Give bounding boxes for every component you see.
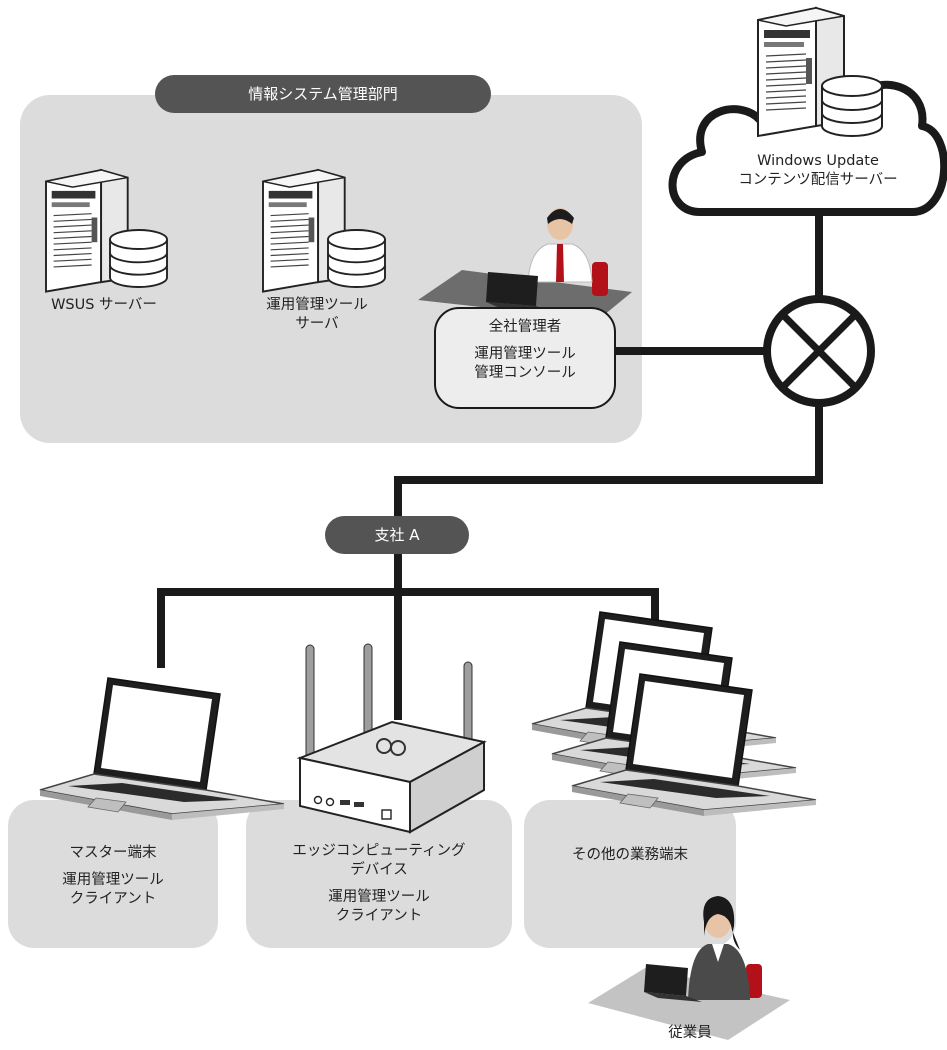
- edge-device-panel: [246, 800, 512, 948]
- master-terminal-line2: クライアント: [69, 891, 157, 907]
- edge-device-label: エッジコンピューティング デバイス 運用管理ツール クライアント: [246, 842, 512, 926]
- router-icon: [763, 295, 875, 407]
- master-terminal-label: マスター端末 運用管理ツール クライアント: [8, 844, 218, 909]
- branch-label: 支社 A: [325, 516, 469, 554]
- admin-line2: 管理コンソール: [474, 365, 576, 381]
- headquarters-label: 情報システム管理部門: [155, 75, 491, 113]
- master-terminal-name: マスター端末: [69, 845, 157, 861]
- cloud-label-line1: Windows Update: [757, 153, 879, 169]
- wsus-server-label: WSUS サーバー: [51, 297, 157, 313]
- admin-line1: 運用管理ツール: [474, 346, 576, 362]
- master-laptop-icon: [39, 677, 285, 821]
- employee-icon: [588, 896, 790, 1040]
- mgmt-database-icon: [327, 229, 386, 288]
- edge-device-name2: デバイス: [350, 862, 408, 878]
- other-terminals-panel: [524, 800, 736, 948]
- cloud-label: Windows Update コンテンツ配信サーバー: [700, 152, 936, 190]
- edge-device-name1: エッジコンピューティング: [292, 843, 466, 859]
- edge-device-line1: 運用管理ツール: [328, 889, 430, 905]
- mgmt-server-line2: サーバ: [295, 316, 339, 332]
- cloud-database-icon: [821, 75, 883, 137]
- mgmt-server-line1: 運用管理ツール: [266, 297, 368, 313]
- edge-device-icon: [296, 643, 487, 834]
- other-terminals-label: その他の業務端末: [572, 847, 688, 863]
- admin-console-box: [434, 307, 616, 409]
- admin-role: 全社管理者: [488, 319, 562, 335]
- admin-label: 全社管理者 運用管理ツール 管理コンソール: [435, 318, 615, 383]
- wsus-database-icon: [109, 229, 168, 288]
- master-terminal-panel: [8, 800, 218, 948]
- network-lines: [157, 212, 823, 720]
- employee-label: 従業員: [668, 1025, 712, 1041]
- cloud-label-line2: コンテンツ配信サーバー: [738, 172, 898, 188]
- mgmt-server-label: 運用管理ツール サーバ: [232, 296, 402, 334]
- master-terminal-line1: 運用管理ツール: [62, 872, 164, 888]
- edge-device-line2: クライアント: [335, 908, 423, 924]
